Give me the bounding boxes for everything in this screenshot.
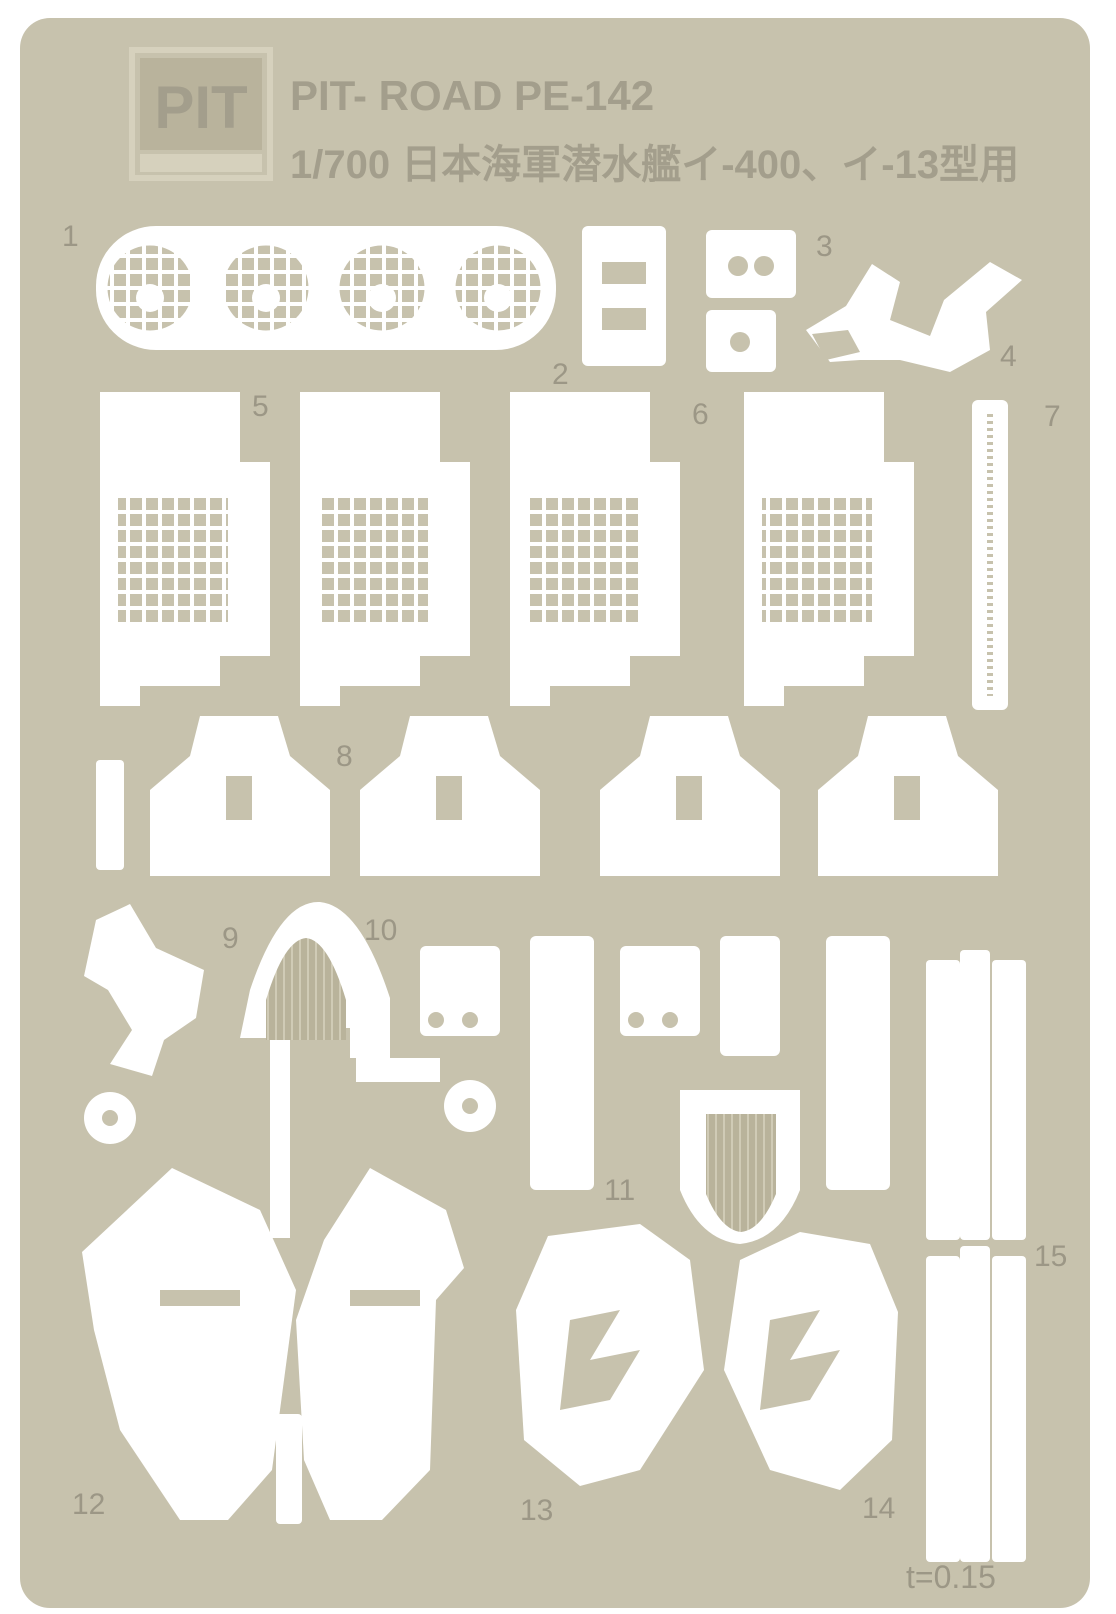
part-number-12: 12	[72, 1488, 105, 1521]
part-number-4: 4	[1000, 340, 1017, 373]
small-strip	[96, 760, 124, 870]
part-8-catapult-parts	[150, 716, 998, 876]
part-number-5: 5	[252, 390, 269, 423]
part-number-2: 2	[552, 358, 569, 391]
part-number-10: 10	[364, 914, 397, 947]
part-number-14: 14	[862, 1492, 895, 1525]
frame-1	[100, 392, 270, 706]
small-round-parts	[420, 946, 500, 1132]
frame-3	[510, 392, 680, 706]
frame-2	[300, 392, 470, 706]
part-number-7: 7	[1044, 400, 1061, 433]
part-number-13: 13	[520, 1494, 553, 1527]
fret-subtitle: 1/700 日本海軍潜水艦イ-400、イ-13型用	[290, 143, 1019, 187]
part-12-hull-sides	[82, 1168, 464, 1524]
part-number-1: 1	[62, 220, 79, 253]
pit-road-logo: PIT	[129, 47, 273, 181]
part-number-11: 11	[604, 1174, 635, 1207]
part-10-deck	[240, 901, 440, 1238]
logo-text: PIT	[154, 74, 247, 141]
part-11	[530, 936, 800, 1244]
part-number-9: 9	[222, 922, 239, 955]
part-9	[84, 904, 204, 1144]
part-15-strips	[826, 936, 1026, 1562]
part-7-strip	[972, 400, 1008, 710]
part-number-15: 15	[1034, 1240, 1067, 1273]
part-3	[706, 230, 796, 372]
part-number-8: 8	[336, 740, 353, 773]
part-5-6-frames	[100, 392, 914, 706]
part-2	[582, 226, 666, 366]
part-number-6: 6	[692, 398, 709, 431]
frame-4	[744, 392, 914, 706]
fret-title: PIT- ROAD PE-142	[290, 72, 654, 119]
part-1-grills	[96, 226, 556, 350]
part-13-14	[516, 1224, 898, 1490]
part-number-labels: 1 2 3 4 5 6 7 8 9 10 11 12 13 14 15 t=0.…	[62, 220, 1067, 1595]
thickness-label: t=0.15	[906, 1559, 996, 1595]
part-4	[806, 262, 1022, 372]
part-number-3: 3	[816, 230, 833, 263]
